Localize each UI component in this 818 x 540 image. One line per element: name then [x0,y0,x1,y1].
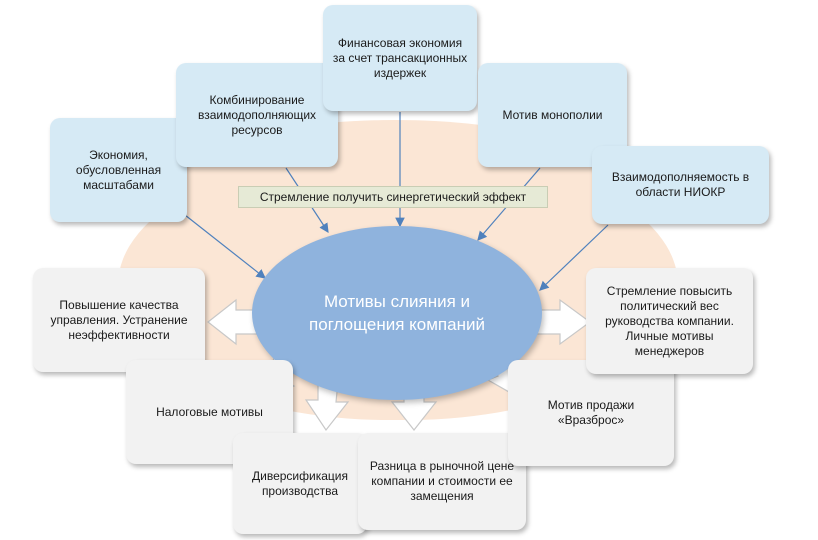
box-rnd: Взаимодополняемость в области НИОКР [592,146,769,224]
box-political: Стремление повысить политический вес рук… [586,268,753,374]
synergy-banner: Стремление получить синергетический эффе… [238,186,548,208]
box-management: Повышение качества управления. Устранени… [33,268,205,372]
center-title: Мотивы слияния и поглощения компаний [309,292,485,334]
connector-rnd [539,224,609,291]
connector-economy-scale [184,214,266,279]
center-ellipse: Мотивы слияния и поглощения компаний [252,226,542,400]
box-market-price: Разница в рыночной цене компании и стоим… [358,433,526,530]
box-tax: Налоговые мотивы [126,360,293,464]
box-diversification: Диверсификация производства [233,433,367,534]
box-sale-piecemeal: Мотив продажи «Вразброс» [508,360,674,466]
box-economy-scale: Экономия, обусловленная масштабами [50,118,187,222]
box-combining-resources: Комбинирование взаимодополняющих ресурсо… [176,63,338,167]
box-financial-economy: Финансовая экономия за счет трансакционн… [323,5,477,111]
block-arrow-political [535,298,592,346]
